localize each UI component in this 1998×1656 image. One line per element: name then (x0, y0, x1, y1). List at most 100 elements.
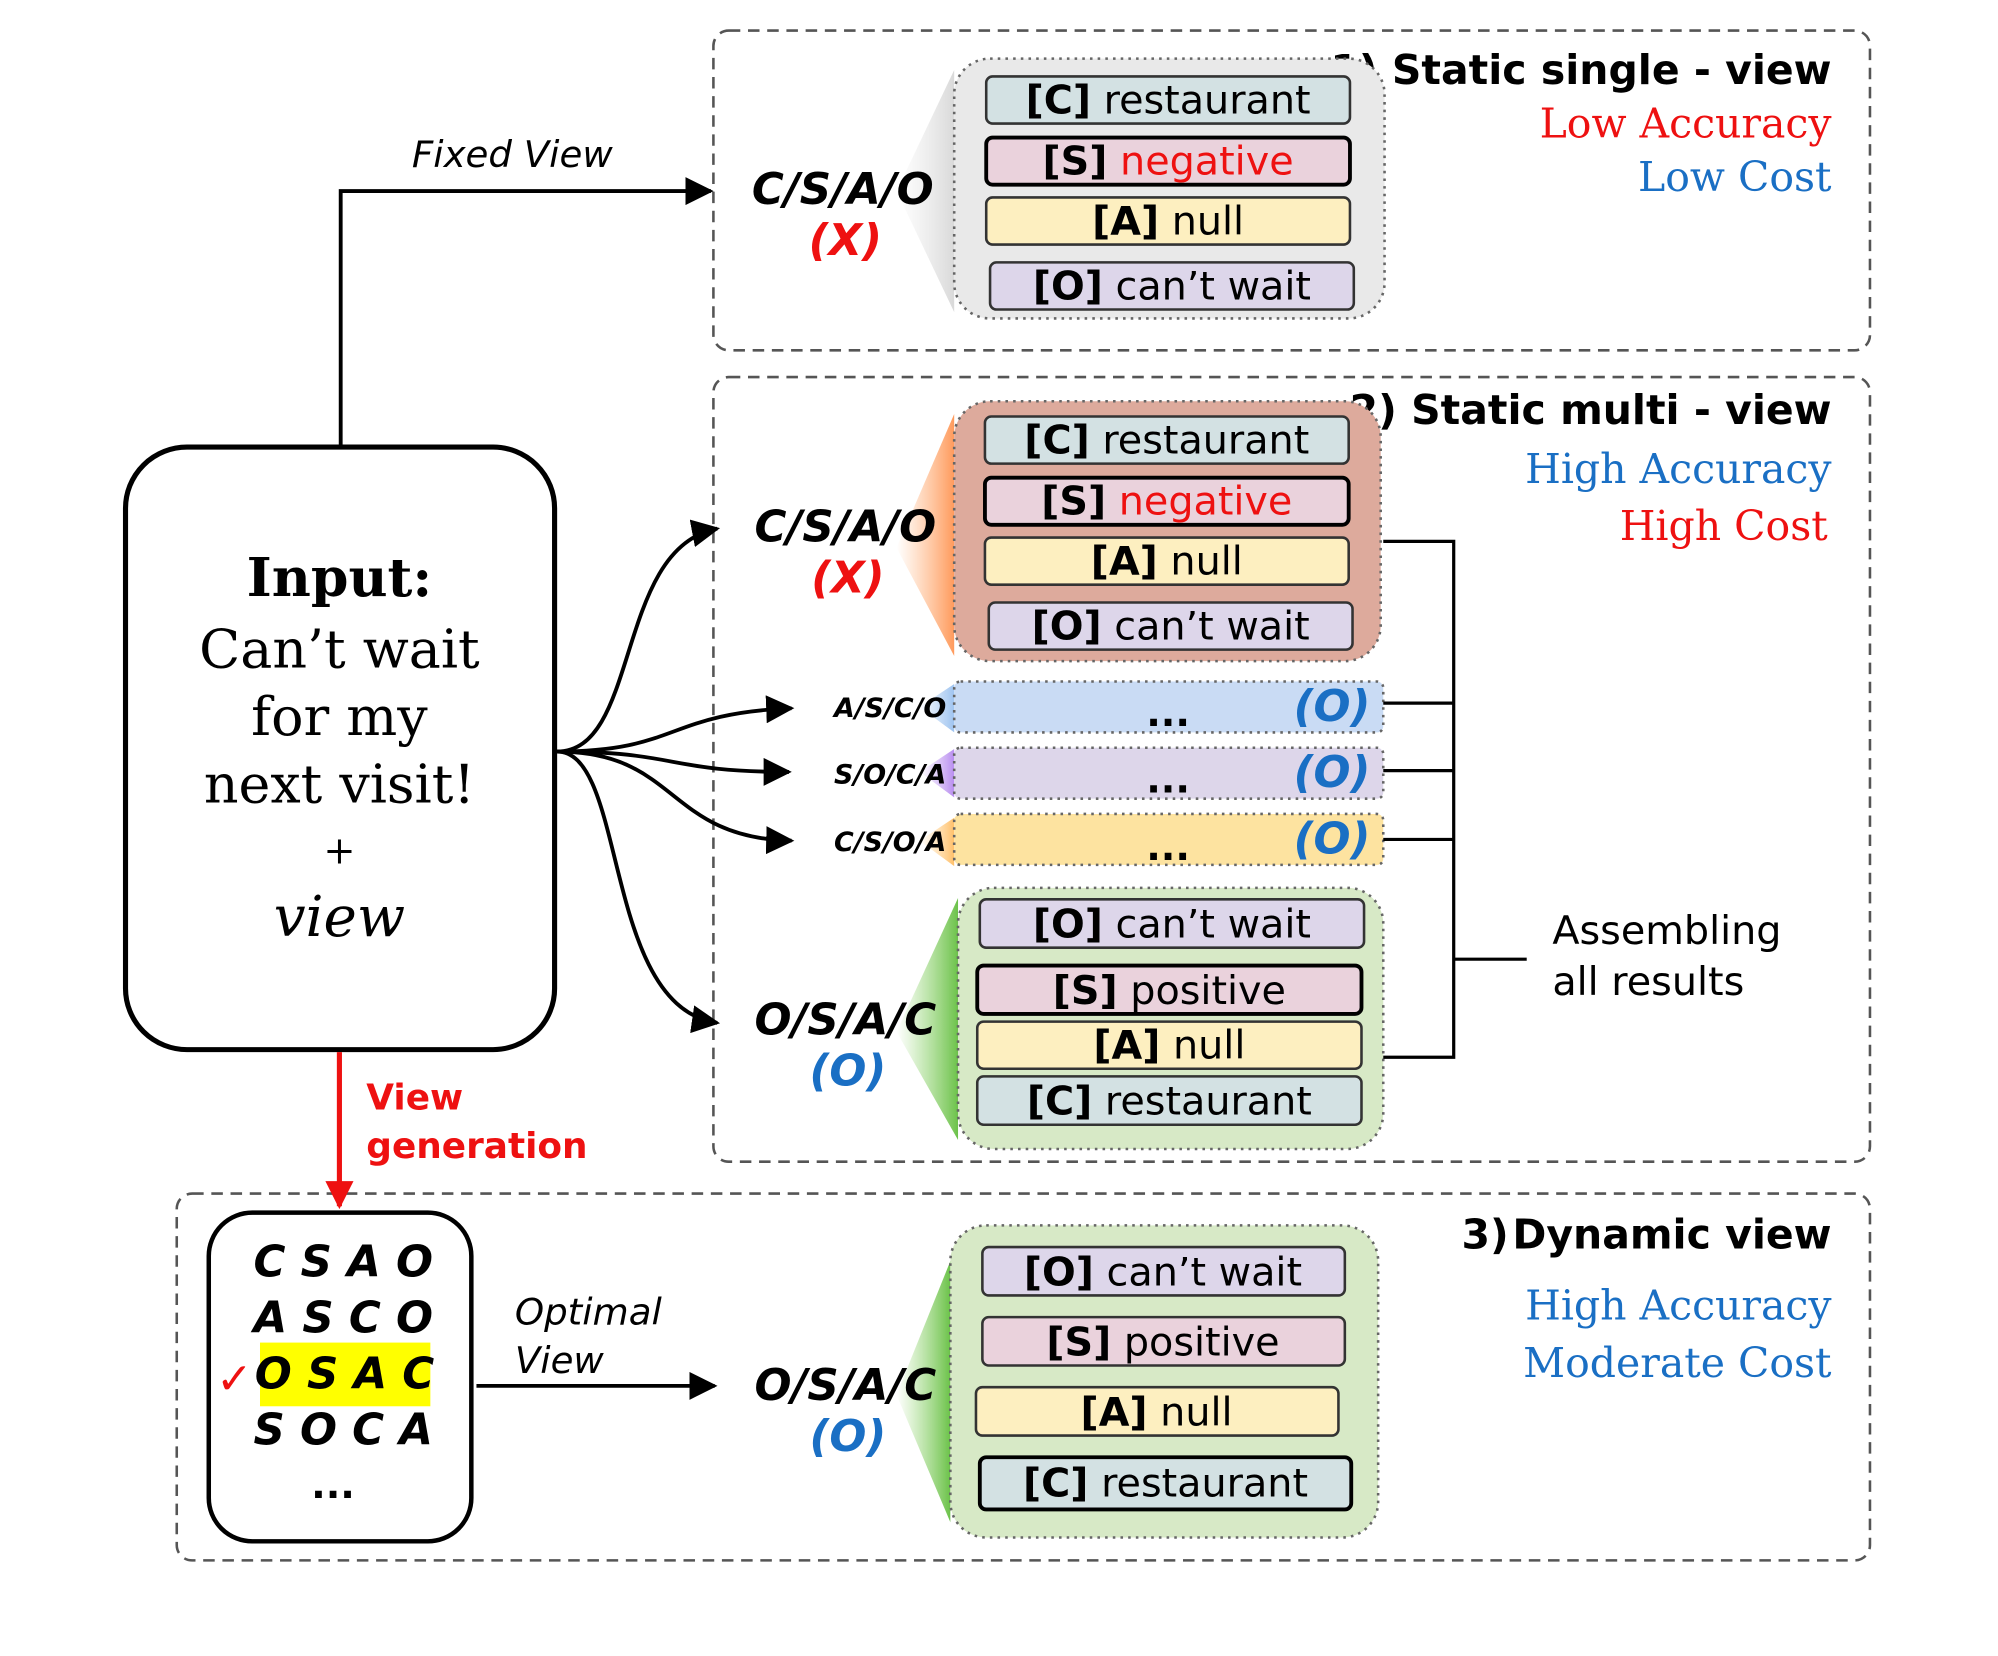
panel-1-beam (896, 70, 955, 313)
check-icon: ✓ (216, 1355, 252, 1405)
panel-2-mid-2-beam (919, 748, 955, 798)
input-box: Input: Can’t wait for my next visit! + v… (122, 444, 558, 1053)
panel-2-bottom-row-s-label: [S] positive (1053, 968, 1286, 1014)
panel-1-row-o-label: [O] can’t wait (1033, 263, 1311, 309)
view-generation-label-2: generation (366, 1126, 587, 1167)
panel-2-top-mark: (X) (811, 553, 884, 603)
panel-2-mid-2-order: S/O/C/A (834, 759, 946, 790)
panel-2-bottom-row-o (978, 898, 1366, 949)
panel-1-title: 1) Static single - view (1330, 46, 1831, 94)
panel-2-bottom-beam (896, 898, 959, 1141)
panel-dynamic (175, 1192, 1872, 1562)
panel-1-row-a (984, 196, 1352, 246)
panel-3-row-c-label: [C] restaurant (1023, 1461, 1308, 1507)
candidate-view-1: C S A O (254, 1237, 433, 1287)
panel-2-bottom-row-a (975, 1020, 1363, 1070)
fixed-view-arrow: Fixed View (338, 133, 714, 445)
panel-2-mid-1-mark: (O) (1294, 682, 1371, 732)
panel-3-row-o (981, 1245, 1347, 1297)
panel-2-mid-1-dots: ... (1146, 691, 1190, 736)
panel-2-top-container (952, 399, 1382, 663)
panel-1-row-c (984, 75, 1352, 125)
panel-1-content: 1) Static single - view Low Accuracy Low… (752, 46, 1832, 320)
panel-2-top-beam (896, 413, 955, 657)
panel-3-row-a (974, 1385, 1340, 1437)
fixed-view-label: Fixed View (412, 133, 614, 176)
input-view: view (274, 885, 405, 950)
assembling-bracket (1383, 539, 1527, 1059)
panel-2-content: 2) Static multi - view High Accuracy Hig… (754, 386, 1832, 1151)
input-title: Input: (247, 546, 433, 609)
candidate-view-4: S O C A (254, 1406, 433, 1456)
panel-3-cost: Moderate Cost (1523, 1339, 1832, 1387)
input-plus: + (323, 829, 355, 874)
candidate-view-more: ... (311, 1463, 355, 1508)
panel-2-mid-1-beam (919, 684, 955, 733)
panel-3-beam (896, 1261, 951, 1523)
panel-2-cost: High Cost (1620, 502, 1829, 550)
panel-3-row-a-label: [A] null (1081, 1389, 1233, 1435)
panel-2-top-row-o-label: [O] can’t wait (1032, 604, 1310, 650)
panel-1-row-s-label: [S] negative (1043, 139, 1294, 185)
panel-2-top-row-c (983, 415, 1350, 465)
panel-2-bottom-row-a-label: [A] null (1093, 1023, 1245, 1069)
panel-2-accuracy: High Accuracy (1525, 445, 1831, 493)
panel-3-row-o-label: [O] can’t wait (1024, 1249, 1302, 1295)
panel-2-mid-3-order: C/S/O/A (834, 827, 946, 858)
assembling-label-1: Assembling (1552, 908, 1781, 954)
panel-3-row-s (981, 1315, 1347, 1367)
panel-2-bottom-order: O/S/A/C (754, 995, 936, 1045)
panel-2-bottom-mark: (O) (809, 1046, 886, 1096)
panel-1-cost: Low Cost (1638, 153, 1832, 201)
panel-2-top-row-a-label: [A] null (1091, 539, 1243, 585)
panel-2-mid-2-dots: ... (1146, 757, 1190, 802)
panel-2-bottom-row-o-label: [O] can’t wait (1033, 902, 1311, 948)
panel-2-bottom-row-s (975, 963, 1364, 1016)
panel-2-mid-3-dots: ... (1146, 825, 1190, 870)
panel-2-mid-3-mark: (O) (1294, 815, 1371, 865)
panel-2-top-row-s-label: [S] negative (1041, 479, 1292, 525)
panel-1-row-c-label: [C] restaurant (1026, 77, 1311, 123)
panel-2-top-row-o (987, 601, 1354, 651)
panel-2-bottom-row-c (975, 1075, 1363, 1127)
panel-2-top-row-s (983, 475, 1351, 527)
panel-static-single (712, 29, 1872, 352)
panel-1-row-o (988, 261, 1356, 311)
view-generation-arrow: View generation (325, 1052, 588, 1210)
panel-1-accuracy: Low Accuracy (1540, 100, 1832, 148)
optimal-view-label-1: Optimal (515, 1291, 663, 1334)
panel-2-mid-1-order: A/S/C/O (832, 693, 946, 724)
panel-2-top-row-a (983, 536, 1350, 586)
panel-2-mid-2-bar (952, 746, 1385, 800)
input-line-1: Can’t wait (199, 618, 480, 681)
input-line-2: for my (251, 685, 428, 748)
panel-2-title: 2) Static multi - view (1350, 386, 1832, 434)
assembling-label-2: all results (1552, 959, 1744, 1005)
panel-2-top-order: C/S/A/O (754, 502, 936, 552)
panel-1-row-a-label: [A] null (1092, 198, 1244, 244)
panel-3-order: O/S/A/C (754, 1361, 936, 1411)
panel-3-row-s-label: [S] positive (1046, 1319, 1279, 1365)
panel-2-top-row-c-label: [C] restaurant (1024, 418, 1309, 464)
panel-3-row-c (977, 1455, 1354, 1512)
panel-2-mid-3-bar (952, 812, 1385, 867)
panel-3-content: 3) Dynamic view High Accuracy Moderate C… (206, 1210, 1832, 1544)
panel-3-title-number: 3) (1462, 1210, 1509, 1258)
panel-2-mid-1-bar (952, 680, 1385, 734)
panel-1-mark: (X) (809, 216, 882, 266)
panel-2-bottom-row-c-label: [C] restaurant (1027, 1079, 1312, 1125)
input-line-3: next visit! (204, 753, 475, 816)
view-generation-label-1: View (366, 1078, 463, 1119)
candidate-view-2: A S C O (251, 1294, 433, 1344)
panel-3-title: Dynamic view (1512, 1210, 1831, 1258)
panel-2-mid-2-mark: (O) (1294, 748, 1371, 798)
selected-view-highlight (260, 1342, 431, 1407)
panel-2-mid-3-beam (919, 817, 955, 867)
candidate-view-3-selected: O S A C (255, 1350, 435, 1400)
optimal-view-label-2: View (515, 1339, 605, 1382)
panel-3-accuracy: High Accuracy (1525, 1282, 1831, 1330)
panel-1-order: C/S/A/O (752, 165, 934, 215)
panel-1-row-s (984, 135, 1352, 187)
